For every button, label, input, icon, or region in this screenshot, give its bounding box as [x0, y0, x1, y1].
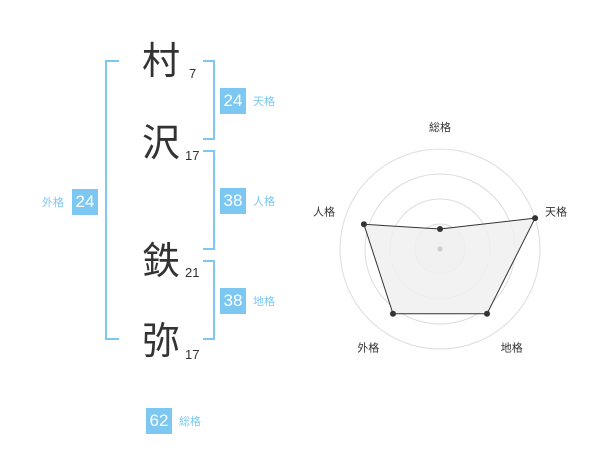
soukaku-badge: 62: [146, 408, 172, 434]
radar-axis-label-4: 外格: [357, 341, 379, 355]
tenkaku-label: 天格: [253, 95, 275, 108]
radar-point-1: [437, 226, 443, 232]
gaikaku-badge: 24: [72, 189, 98, 215]
radar-axis-label-1: 総格: [429, 120, 451, 134]
stroke-count-1: 7: [189, 66, 197, 81]
radar-axis-label-2: 天格: [545, 204, 567, 218]
gaikaku-label: 外格: [42, 196, 64, 209]
radar-point-3: [484, 310, 491, 317]
radar-point-5: [360, 221, 367, 228]
chikaku-badge: 38: [220, 288, 246, 314]
soukaku-label: 総格: [179, 415, 201, 428]
tenkaku-bracket: [203, 60, 215, 140]
name-char-3: 鉄: [142, 239, 181, 283]
stroke-count-2: 17: [185, 148, 200, 163]
tenkaku-badge: 24: [220, 88, 246, 114]
radar-ring-4: [339, 148, 541, 350]
radar-axis-label-5: 人格: [313, 204, 335, 218]
radar-center-dot: [437, 246, 443, 252]
radar-data-polygon: [363, 217, 536, 315]
jinkaku-label: 人格: [253, 195, 275, 208]
radar-point-2: [532, 215, 539, 222]
name-char-2: 沢: [142, 121, 181, 165]
jinkaku-bracket: [203, 150, 215, 250]
radar-points: [360, 215, 539, 317]
radar-point-4: [389, 310, 396, 317]
gaikaku-bracket: [105, 60, 119, 340]
stroke-count-3: 21: [185, 265, 200, 280]
radar-axis-label-3: 地格: [501, 341, 523, 355]
jinkaku-badge: 38: [220, 188, 246, 214]
stroke-count-4: 17: [185, 347, 200, 362]
chikaku-bracket: [203, 260, 215, 340]
name-char-4: 弥: [142, 319, 181, 363]
name-char-1: 村: [142, 39, 181, 83]
chikaku-label: 地格: [253, 295, 275, 308]
